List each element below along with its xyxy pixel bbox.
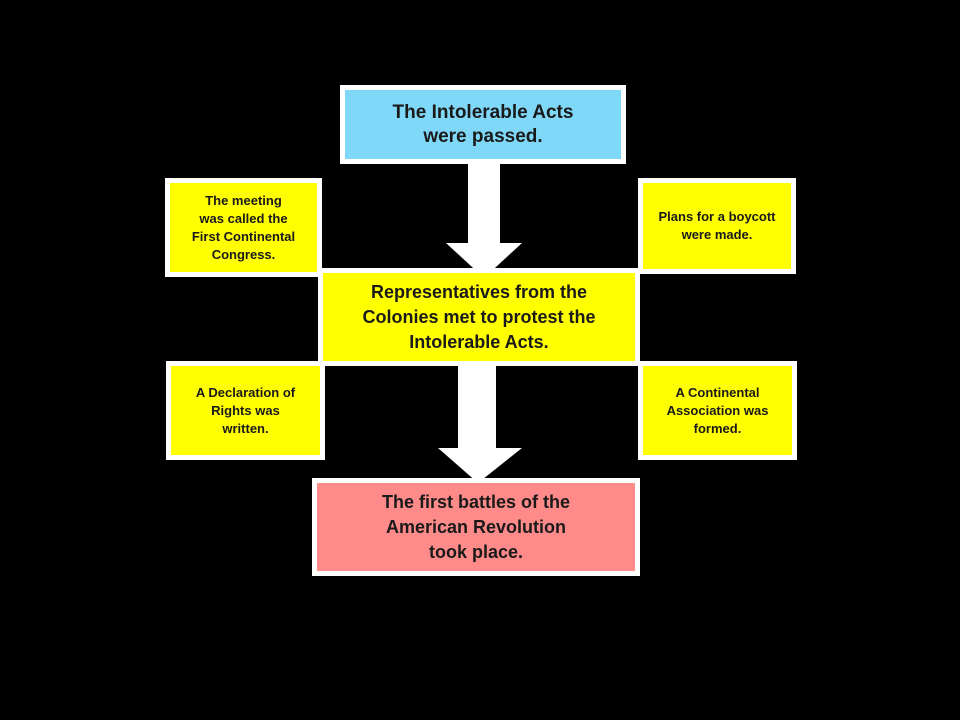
middle-event-box: Representatives from the Colonies met to… bbox=[318, 268, 640, 366]
arrow-middle-to-bottom bbox=[438, 364, 522, 483]
side-note-bottom-right-text: A Continental Association was formed. bbox=[666, 384, 769, 436]
arrow-top-to-middle bbox=[446, 162, 522, 278]
side-note-top-right-text: Plans for a boycott were made. bbox=[658, 209, 776, 242]
side-note-top-right: Plans for a boycott were made. bbox=[638, 178, 796, 274]
middle-event-text: Representatives from the Colonies met to… bbox=[362, 281, 596, 352]
bottom-event-box: The first battles of the American Revolu… bbox=[312, 478, 640, 576]
top-event-text: The Intolerable Acts were passed. bbox=[392, 101, 574, 147]
side-note-bottom-right: A Continental Association was formed. bbox=[638, 361, 797, 460]
top-event-box: The Intolerable Acts were passed. bbox=[340, 85, 626, 164]
side-note-top-left-text: The meeting was called the First Contine… bbox=[191, 192, 296, 262]
bottom-event-text: The first battles of the American Revolu… bbox=[381, 491, 570, 562]
side-note-bottom-left: A Declaration of Rights was written. bbox=[166, 361, 325, 460]
side-note-bottom-left-text: A Declaration of Rights was written. bbox=[195, 384, 296, 436]
side-note-top-left: The meeting was called the First Contine… bbox=[165, 178, 322, 277]
